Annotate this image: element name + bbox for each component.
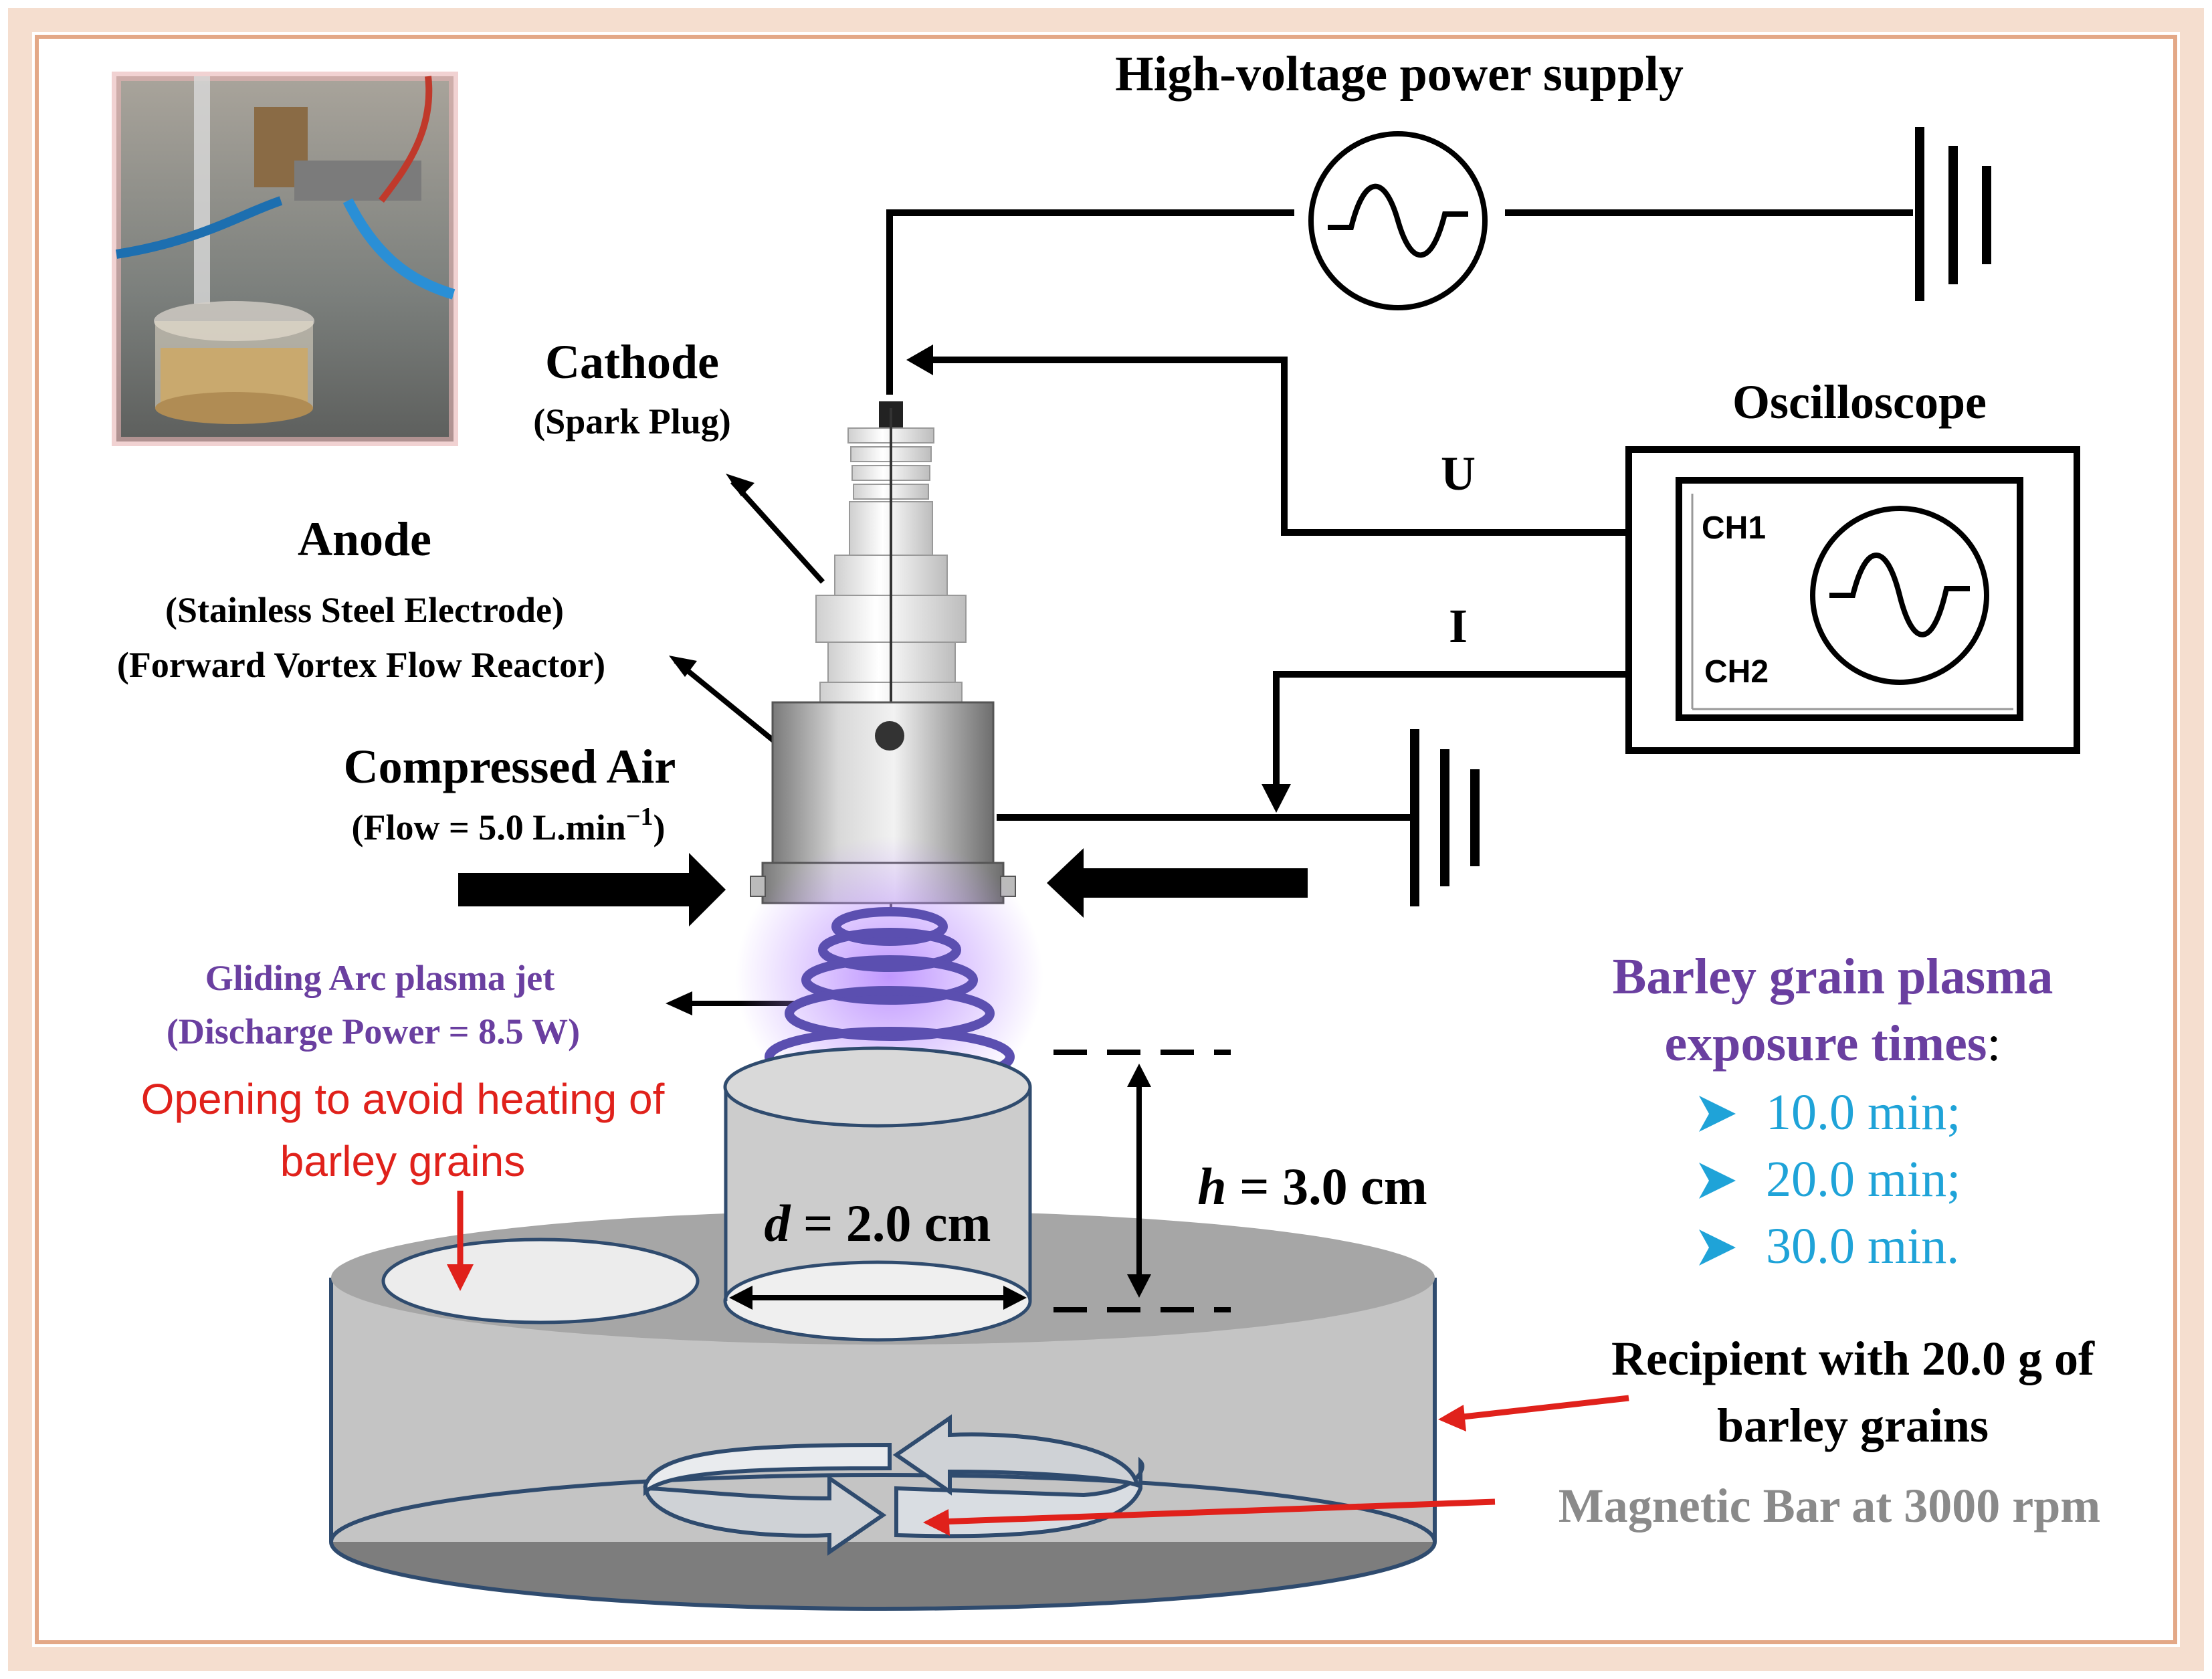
flow-prefix: (Flow = 5.0 L.min [352,807,626,848]
oscilloscope-label: Oscilloscope [1732,375,1987,429]
height-var: h [1197,1157,1226,1215]
power-supply-label: High-voltage power supply [1115,47,1684,102]
diameter-var: d [764,1194,791,1252]
cathode-label: Cathode [545,335,719,389]
anode-sub-label-1: (Stainless Steel Electrode) [165,590,564,630]
arrowhead-bullet-icon [1699,1229,1736,1266]
arrowhead-bullet-icon [1699,1163,1736,1199]
exposure-title-2-text: exposure times [1664,1015,1987,1072]
diameter-value: = 2.0 cm [790,1194,991,1252]
exposure-title-1: Barley grain plasma [1613,949,2053,1005]
circuit-wires [886,209,1913,821]
frame-glow [8,8,2204,1671]
height-label: h = 3.0 cm [1197,1157,1427,1215]
magnetic-bar-label: Magnetic Bar at 3000 rpm [1559,1479,2101,1533]
ac-source-icon [1308,131,1488,310]
dimension-lines [736,1050,1231,1312]
ch2-label: CH2 [1704,654,1769,690]
i-label: I [1449,599,1468,653]
recipient-label-1: Recipient with 20.0 g of [1611,1332,2095,1385]
oscilloscope [1625,446,2080,754]
exposure-time-2: 20.0 min; [1766,1151,1960,1207]
flow-exponent: −1 [626,803,653,831]
opening-label-2: barley grains [280,1137,525,1185]
vent-opening [381,1238,700,1324]
reactor-photo [112,72,458,446]
plasma-jet-label: Gliding Arc plasma jet [205,958,555,998]
arrowhead-bullet-icon [1699,1096,1736,1132]
flow-label: (Flow = 5.0 L.min−1) [352,803,666,848]
anode-label: Anode [298,512,431,566]
u-label: U [1441,447,1476,500]
recipient-label-2: barley grains [1717,1399,1989,1452]
exposure-colon: : [1987,1015,2001,1072]
discharge-power-label: (Discharge Power = 8.5 W) [167,1011,580,1052]
ch1-label: CH1 [1702,510,1766,546]
u-arrowhead-icon [906,344,933,375]
pointer-heads [666,474,755,1015]
air-inlet-arrows [458,848,1308,926]
dimension-arrowheads [729,1064,1151,1310]
anode-sub-label-2: (Forward Vortex Flow Reactor) [117,645,605,685]
height-value: = 3.0 cm [1227,1157,1427,1215]
cathode-sub-label: (Spark Plug) [533,401,731,441]
sample-cylinder [723,1046,1032,1342]
compressed-air-label: Compressed Air [344,740,676,793]
exposure-time-list: 10.0 min; 20.0 min; 30.0 min. [1699,1084,1960,1274]
red-arrowheads [447,1264,1466,1536]
exposure-time-1: 10.0 min; [1766,1084,1960,1141]
exposure-title-2: exposure times: [1664,1015,2001,1072]
red-pointer-arrows [457,1191,1629,1525]
plasma-coil [765,907,1015,1087]
diameter-label: d = 2.0 cm [764,1194,991,1252]
plasma-glow [736,836,1043,1117]
ground-icon [1915,127,1991,301]
opening-label-1: Opening to avoid heating of [141,1075,665,1123]
i-arrowhead-icon [1262,784,1291,813]
ground-icon [1410,729,1480,906]
flow-suffix: ) [653,807,665,848]
exposure-time-3: 30.0 min. [1766,1218,1959,1274]
